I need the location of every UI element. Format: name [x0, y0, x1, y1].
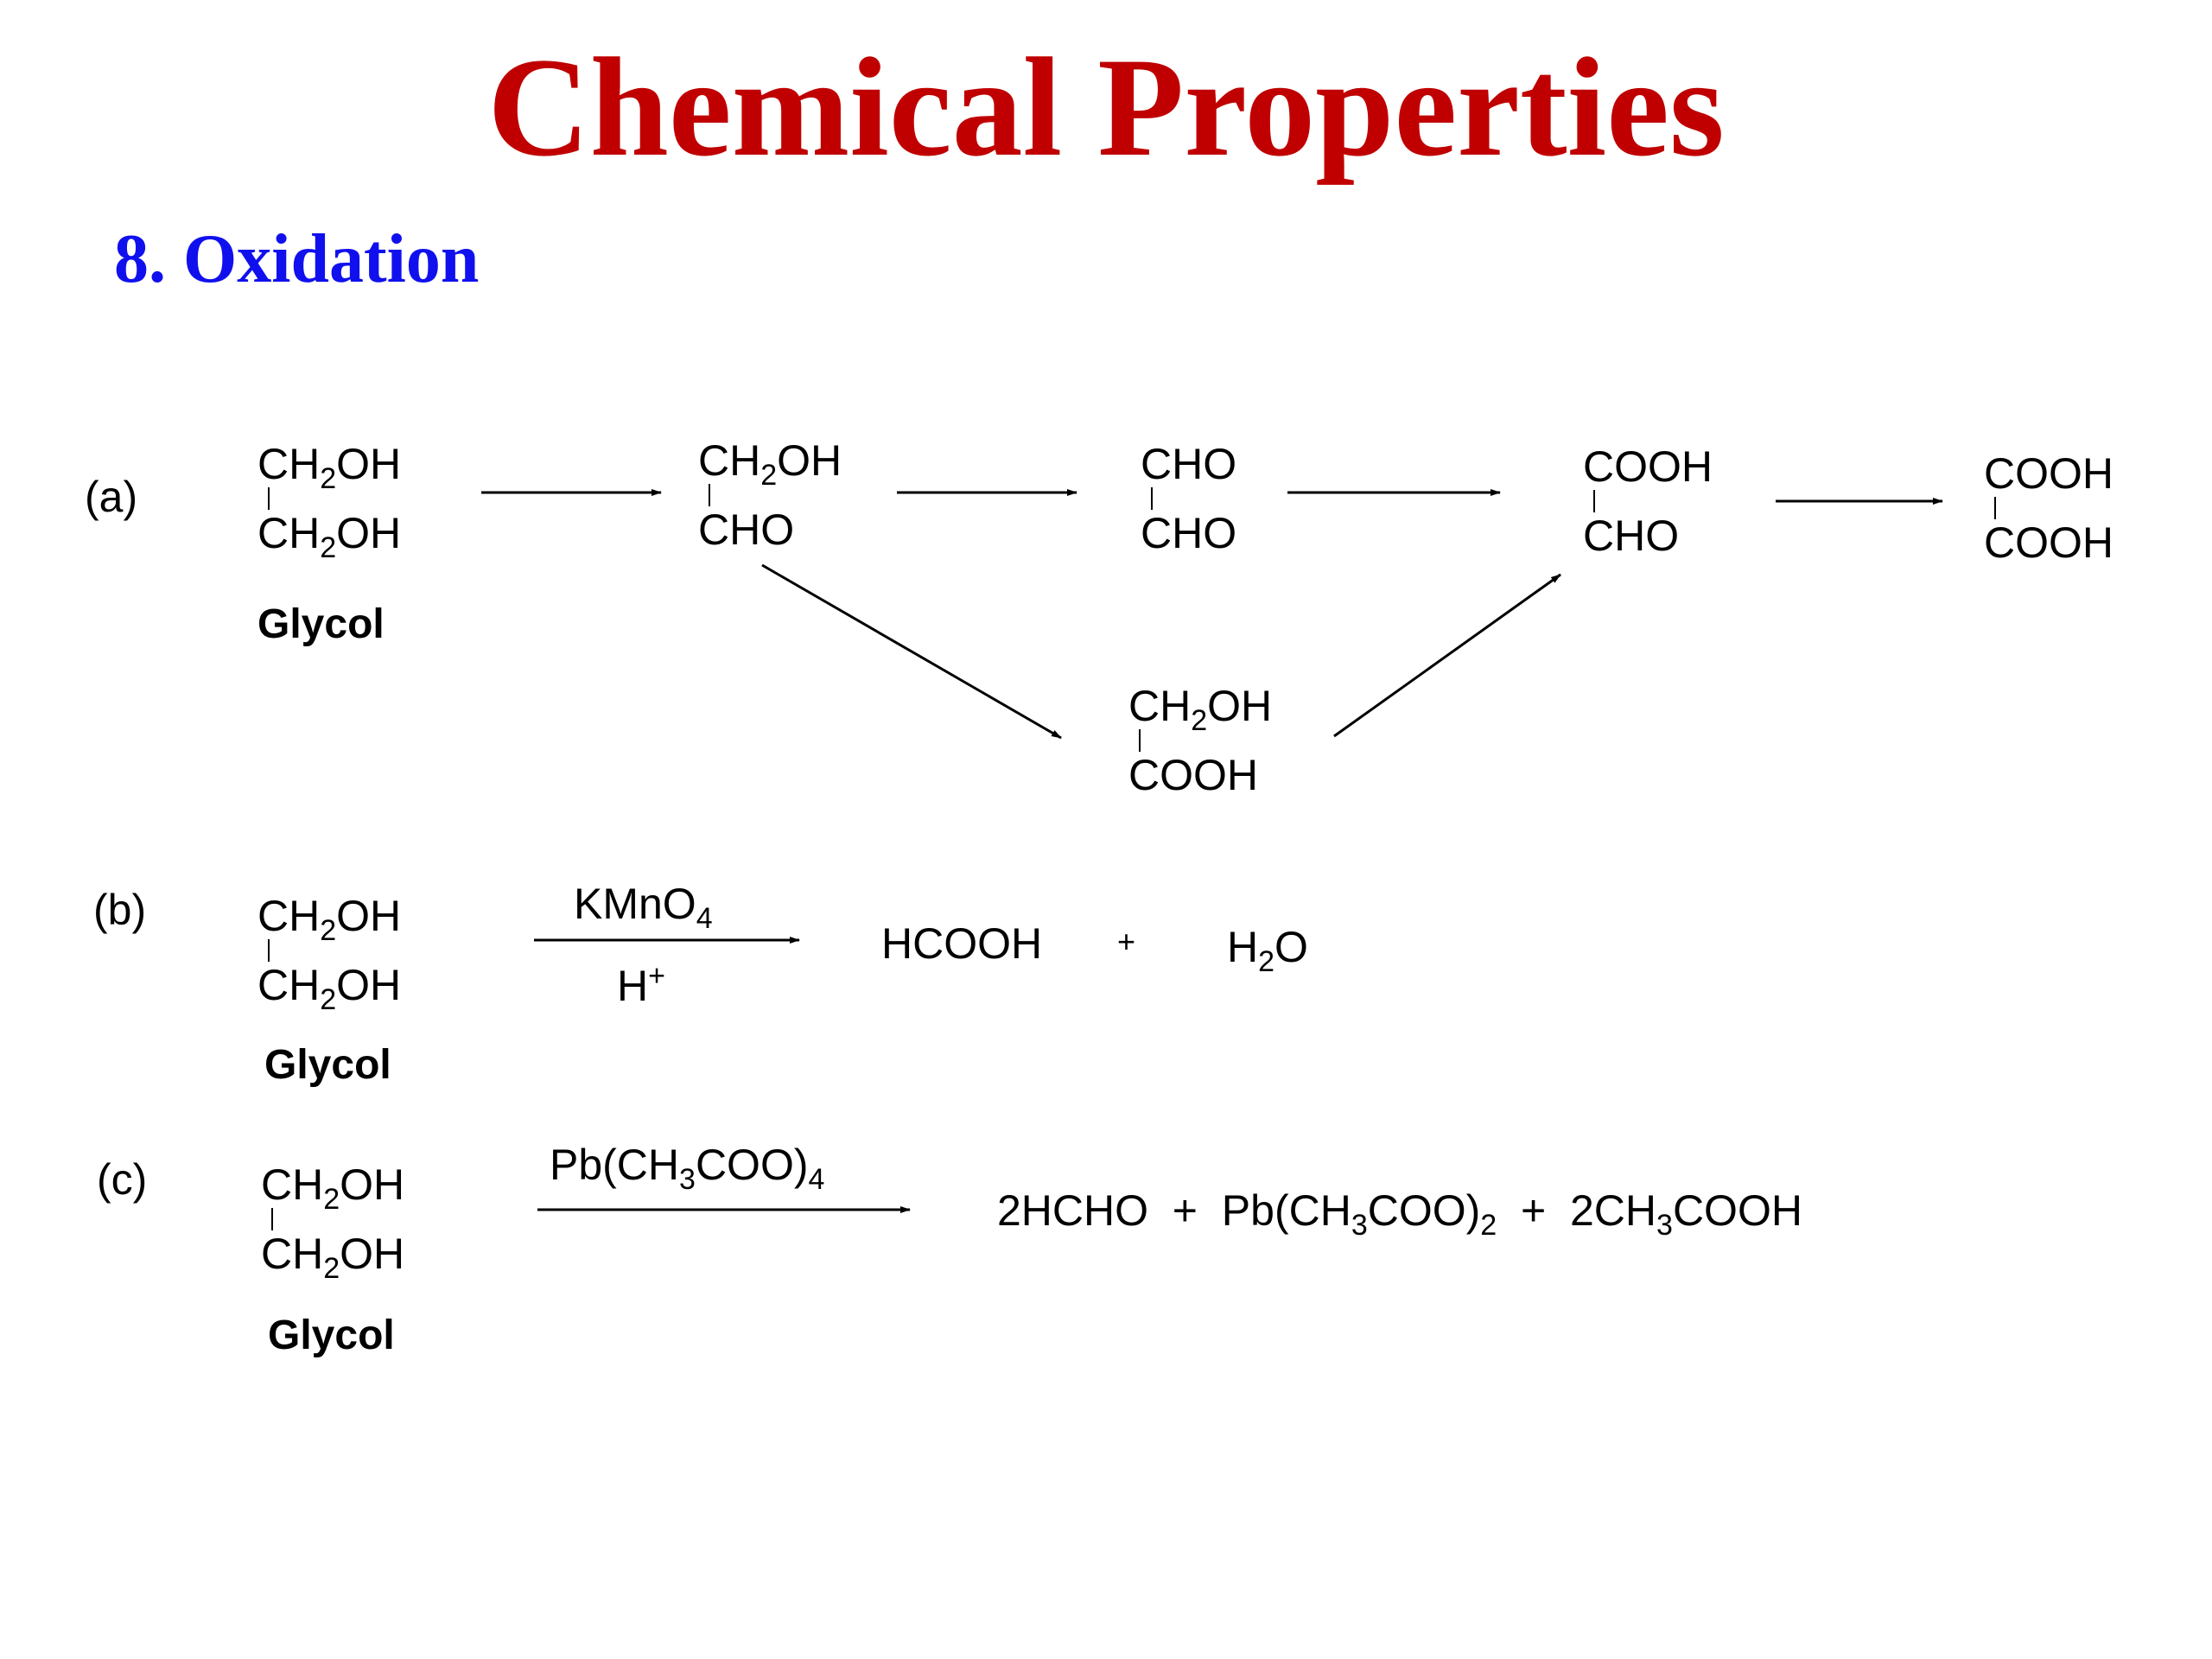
reaction-b-product-2: H2O	[1227, 923, 1308, 978]
reaction-b-reagent-below: H+	[617, 959, 665, 1010]
formula-top: CH2OH	[698, 436, 842, 492]
reaction-a-reactant: CH2OH CH2OH	[257, 429, 401, 568]
formula-bottom: CH2OH	[257, 961, 402, 1016]
arrow-a-branch-up	[1333, 573, 1561, 738]
reaction-b-reactant-name: Glycol	[264, 1042, 391, 1088]
reaction-a-product: COOH COOH	[1984, 439, 2113, 577]
formula-top: CH2OH	[1128, 682, 1273, 737]
reaction-a-branch-product: CH2OH COOH	[1128, 671, 1272, 810]
reaction-c-reactant-name: Glycol	[268, 1313, 395, 1358]
reaction-a-label: (a)	[85, 473, 138, 521]
arrow-a-branch-down	[761, 563, 1062, 740]
formula-bottom: CHO	[1141, 509, 1237, 557]
formula-top: CH2OH	[261, 1160, 405, 1216]
formula-bottom: CH2OH	[257, 509, 402, 564]
reaction-a-intermediate-2: CHO CHO	[1141, 429, 1236, 568]
reaction-c-reagent-above: Pb(CH3COO)4	[550, 1141, 825, 1196]
single-bond	[1593, 490, 1595, 512]
formula-top: CHO	[1141, 440, 1237, 488]
formula-top: CH2OH	[257, 440, 402, 495]
formula-bottom: CH2OH	[261, 1230, 405, 1285]
single-bond	[709, 484, 710, 506]
reaction-c-label: (c)	[97, 1155, 148, 1204]
reaction-b-reactant: CH2OH CH2OH	[257, 881, 401, 1020]
formula-top: COOH	[1984, 449, 2113, 498]
formula-top: COOH	[1583, 442, 1713, 491]
reaction-b-label: (b)	[93, 886, 147, 934]
reaction-a-intermediate-3: COOH CHO	[1583, 432, 1713, 570]
single-bond	[1139, 729, 1141, 752]
formula-bottom: COOH	[1984, 518, 2113, 567]
slide-title: Chemical Properties	[487, 29, 1725, 186]
reaction-b-reagent-above: KMnO4	[574, 880, 713, 935]
formula-top: CH2OH	[257, 892, 402, 947]
single-bond	[271, 1208, 273, 1230]
reaction-c-reactant: CH2OH CH2OH	[261, 1150, 404, 1288]
formula-bottom: CHO	[698, 505, 795, 554]
section-heading: 8. Oxidation	[114, 221, 480, 297]
reaction-a-reactant-name: Glycol	[257, 601, 385, 647]
reaction-b-plus: +	[1117, 924, 1136, 959]
single-bond	[1151, 487, 1153, 510]
single-bond	[268, 487, 270, 510]
single-bond	[268, 939, 270, 962]
reaction-a-intermediate-1: CH2OH CHO	[698, 426, 842, 564]
formula-bottom: COOH	[1128, 751, 1258, 799]
reaction-b-product-1: HCOOH	[881, 919, 1043, 968]
formula-bottom: CHO	[1583, 512, 1680, 560]
reaction-c-products: 2HCHO + Pb(CH3COO)2 + 2CH3COOH	[997, 1186, 1802, 1242]
single-bond	[1994, 497, 1996, 519]
